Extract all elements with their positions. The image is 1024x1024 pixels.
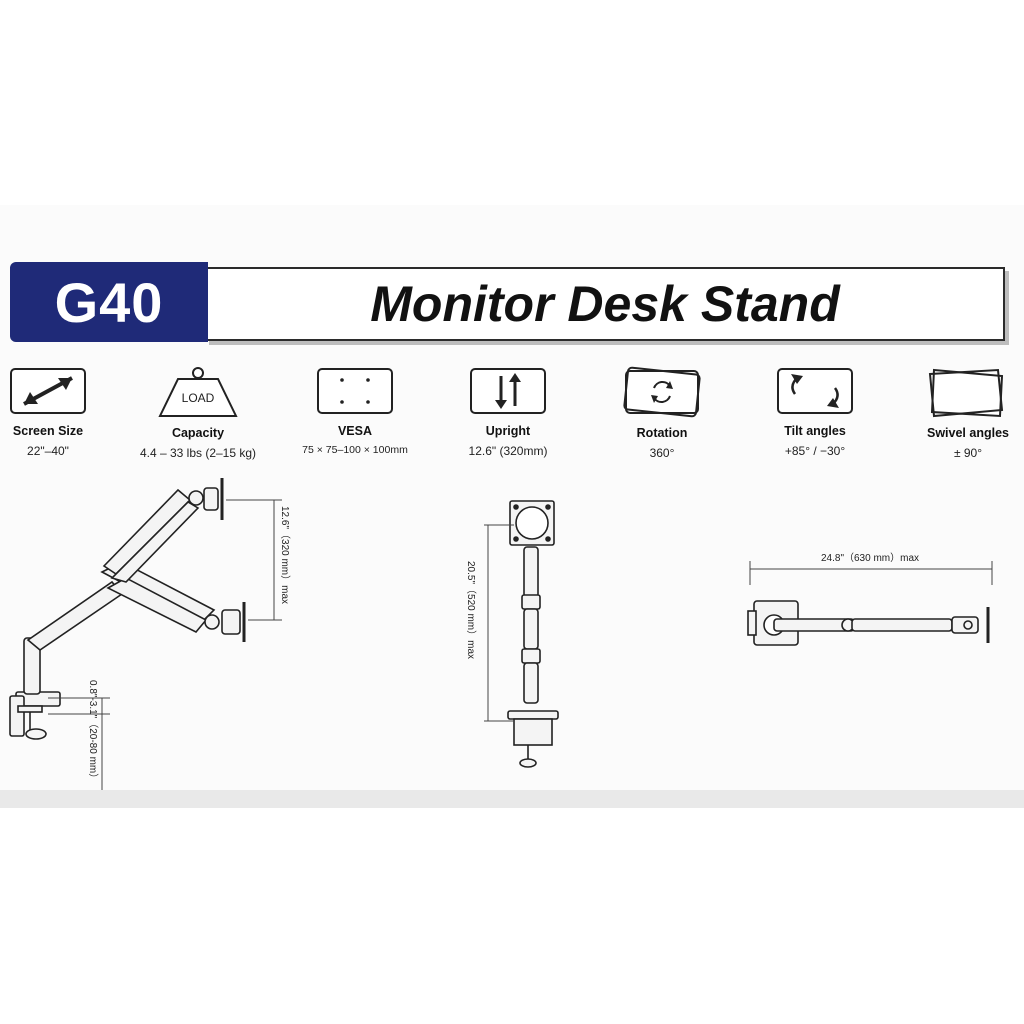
spec-value: 22"–40" (27, 444, 69, 458)
spec-label: Screen Size (12, 424, 84, 438)
spec-screen-size: Screen Size 22"–40" (0, 366, 118, 458)
spec-label: VESA (337, 424, 373, 438)
spec-vesa: VESA 75 × 75–100 × 100mm (285, 366, 425, 456)
spec-upright: Upright 12.6" (320mm) (438, 366, 578, 458)
spec-tilt: Tilt angles +85° / −30° (745, 366, 885, 458)
spec-value: 12.6" (320mm) (468, 444, 548, 458)
top-reach-label: 24.8"（630 mm）max (821, 552, 919, 564)
tilt-icon (777, 368, 853, 414)
spec-value: +85° / −30° (784, 444, 846, 458)
spec-label: Rotation (636, 426, 688, 440)
spec-label: Tilt angles (784, 424, 846, 438)
spec-value: 75 × 75–100 × 100mm (302, 444, 408, 456)
spec-value: 4.4 – 33 lbs (2–15 kg) (139, 446, 257, 460)
swivel-icon (928, 368, 1004, 418)
spec-swivel: Swivel angles ± 90° (898, 366, 1024, 460)
background-floor-strip (0, 790, 1024, 808)
spec-capacity: LOAD Capacity 4.4 – 33 lbs (2–15 kg) (128, 366, 268, 460)
spec-label: Swivel angles (927, 426, 1009, 440)
model-number: G40 (54, 270, 164, 334)
spec-value: ± 90° (953, 446, 983, 460)
front-height-label: 20.5"（520 mm）max (465, 561, 477, 659)
side-height-label: 12.6"（320 mm）max (279, 506, 291, 604)
load-icon-text: LOAD (182, 391, 215, 405)
model-badge: G40 (10, 262, 208, 342)
clamp-range-label: 0.8"-3.1"（20-80 mm） (87, 680, 99, 783)
side-view-drawing: 12.6"（320 mm）max 0.8"-3.1"（20-80 mm） (9, 478, 291, 790)
spec-value: 360° (649, 446, 675, 460)
spec-label: Capacity (171, 426, 225, 440)
spec-rotation: Rotation 360° (592, 366, 732, 460)
header-banner: Monitor Desk Stand G40 (10, 262, 1006, 342)
top-view-drawing: 24.8"（630 mm）max (747, 552, 993, 646)
weight-load-icon: LOAD (158, 367, 238, 417)
title-box: Monitor Desk Stand (205, 267, 1005, 341)
spec-label: Upright (485, 424, 531, 438)
diagonal-arrow-icon (10, 368, 86, 414)
product-title: Monitor Desk Stand (370, 276, 840, 332)
front-view-drawing: 20.5"（520 mm）max (465, 500, 559, 768)
vesa-plate-icon (317, 368, 393, 414)
rotation-icon (623, 366, 701, 418)
up-down-arrows-icon (470, 368, 546, 414)
